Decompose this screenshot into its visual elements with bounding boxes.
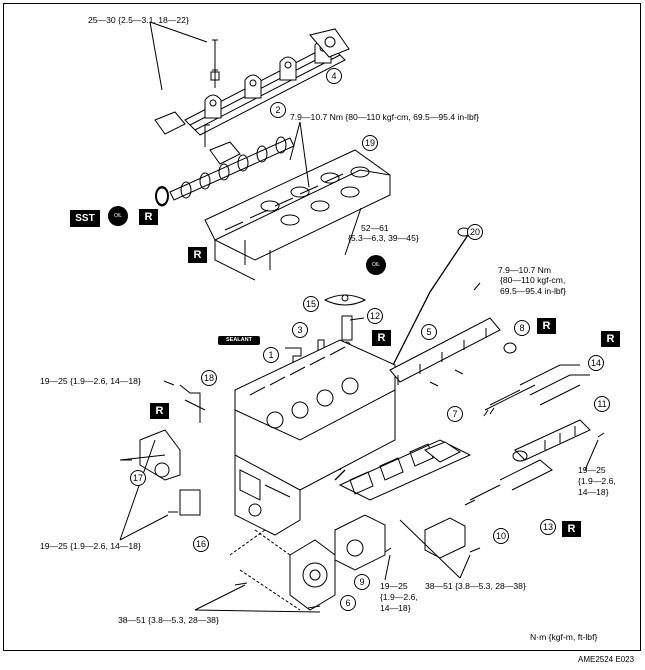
torque-pump-l1: 19—25 xyxy=(380,581,408,591)
torque-right-pipe-l3: 14—18} xyxy=(578,487,609,497)
figure-code: AME2524 E023 xyxy=(578,655,635,664)
replace-symbol-injector: R xyxy=(372,330,391,346)
replace-symbol-fuel-rail: R xyxy=(537,318,556,334)
camshaft-cap-assembly xyxy=(184,28,350,136)
callout-16: 16 xyxy=(193,536,209,552)
callout-17: 17 xyxy=(130,470,146,486)
engine-block xyxy=(234,339,396,536)
callout-2: 2 xyxy=(270,102,286,118)
replace-symbol-pipes: R xyxy=(601,331,620,347)
callout-6: 6 xyxy=(340,595,356,611)
torque-right-l2: {80—110 kgf-cm, xyxy=(500,275,566,285)
callout-13: 13 xyxy=(540,519,556,535)
callout-7: 7 xyxy=(447,406,463,422)
replace-symbol-gasket: R xyxy=(188,247,207,263)
torque-manifold: 38—51 {3.8—5.3, 28—38} xyxy=(425,581,526,591)
callout-1: 1 xyxy=(263,347,279,363)
callout-12: 12 xyxy=(367,308,383,324)
callout-15: 15 xyxy=(303,296,319,312)
torque-top-bolts: 25—30 {2.5—3.1, 18—22} xyxy=(88,15,189,25)
torque-left-bracket: 19—25 {1.9—2.6, 14—18} xyxy=(40,376,141,386)
replace-symbol-seal: R xyxy=(139,209,158,225)
sealant-tube-icon: SEALANT xyxy=(218,336,260,345)
callout-3: 3 xyxy=(292,322,308,338)
callout-14: 14 xyxy=(588,355,604,371)
callout-20: 20 xyxy=(467,224,483,240)
replace-symbol-pipe13: R xyxy=(562,521,581,537)
units-note: N·m {kgf-m, ft-lbf} xyxy=(530,632,598,642)
torque-right-l3: 69.5—95.4 in-lbf} xyxy=(500,286,566,296)
replace-symbol-bracket: R xyxy=(150,403,169,419)
callout-4: 4 xyxy=(326,68,342,84)
oil-can-icon-injector: OIL xyxy=(366,255,386,275)
oil-can-icon: OIL xyxy=(108,206,128,226)
torque-left-lower: 19—25 {1.9—2.6, 14—18} xyxy=(40,541,141,551)
torque-center-l1: 52—61 xyxy=(361,223,389,233)
torque-cover-bolts: 7.9—10.7 Nm {80—110 kgf-cm, 69.5—95.4 in… xyxy=(290,112,480,122)
callout-10: 10 xyxy=(493,528,509,544)
torque-center-l2: {5.3—6.3, 39—45} xyxy=(348,233,419,243)
callout-19: 19 xyxy=(362,135,378,151)
callout-18: 18 xyxy=(201,370,217,386)
sst-symbol: SST xyxy=(70,210,100,227)
callout-11: 11 xyxy=(594,396,610,412)
callout-8: 8 xyxy=(514,320,530,336)
callout-5: 5 xyxy=(421,324,437,340)
torque-right-l1: 7.9—10.7 Nm xyxy=(498,265,552,275)
diagram-frame xyxy=(3,3,641,651)
torque-pump-l3: 14—18} xyxy=(380,603,411,613)
torque-right-pipe-l2: {1.9—2.6, xyxy=(578,476,616,486)
callout-9: 9 xyxy=(354,574,370,590)
cylinder-head-cover xyxy=(204,149,391,281)
torque-pump-l2: {1.9—2.6, xyxy=(380,592,418,602)
torque-bottom: 38—51 {3.8—5.3, 28—38} xyxy=(118,615,219,625)
torque-right-pipe-l1: 19—25 xyxy=(578,465,606,475)
